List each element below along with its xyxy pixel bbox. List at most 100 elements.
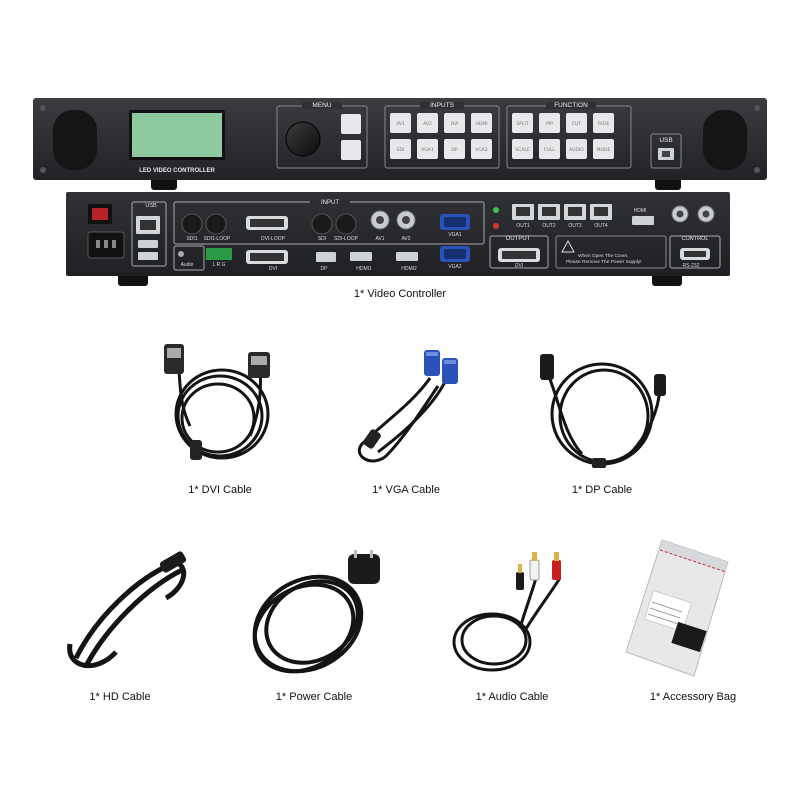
label-lrg: L R G — [212, 262, 226, 268]
input-button-label: DP — [451, 147, 457, 153]
rear-input-label: INPUT — [310, 200, 350, 206]
run-led — [493, 207, 499, 213]
input-button-label: AV1 — [396, 121, 405, 127]
warning-line-1: When Open The Cover, — [578, 254, 629, 259]
hdmi-out-port[interactable] — [632, 216, 654, 225]
label-hdmi1: HDMI1 — [356, 266, 372, 272]
rear-control-label: CONTROL — [681, 236, 709, 242]
function-button-label: PIP — [546, 121, 553, 127]
function-button-full[interactable] — [539, 139, 560, 159]
menu-button-2[interactable] — [341, 140, 361, 160]
input-button-dvi[interactable] — [444, 113, 465, 133]
rear-usb-frame — [131, 201, 167, 267]
audio-frame — [173, 245, 205, 271]
front-brand-label: LED VIDEO CONTROLLER — [139, 168, 215, 174]
hdmi1-port[interactable] — [350, 252, 372, 261]
hd-cable-image — [56, 548, 196, 680]
input-button-dp[interactable] — [444, 139, 465, 159]
input-button-label: DVI — [451, 121, 459, 127]
hdmi2-port[interactable] — [396, 252, 418, 261]
input-button-vga2[interactable] — [471, 139, 492, 159]
front-inputs-label: INPUTS — [420, 102, 464, 109]
label-out1: OUT1 — [516, 223, 530, 229]
function-button-fade[interactable] — [593, 113, 614, 133]
input-button-label: SDI — [397, 147, 405, 153]
vga-cable-image — [342, 344, 472, 474]
rj45-socket-hole — [594, 207, 608, 216]
menu-knob[interactable] — [285, 121, 321, 157]
dp-port[interactable] — [316, 252, 336, 262]
caption-power-cable: 1* Power Cable — [275, 691, 353, 703]
function-button-mode[interactable] — [593, 139, 614, 159]
label-sdi1: SDI1 — [186, 236, 198, 242]
input-button-label: AV2 — [423, 121, 432, 127]
function-button-split[interactable] — [512, 113, 533, 133]
caption-vga-cable: 1* VGA Cable — [372, 484, 440, 496]
rear-usb-label: USB — [145, 203, 157, 209]
label-audio: Audio — [180, 262, 194, 268]
label-dvi-loop: DVI-LOOP — [261, 236, 285, 242]
function-button-label: CUT — [572, 121, 581, 127]
rear-output-label: OUTPUT — [505, 236, 531, 242]
rear-control-frame — [669, 235, 721, 269]
warning-icon — [561, 239, 575, 253]
function-button-cut[interactable] — [566, 113, 587, 133]
rear-usb-port-2[interactable] — [138, 252, 158, 260]
front-usb-label: USB — [659, 137, 673, 144]
rj45-socket-hole — [568, 207, 582, 216]
function-button-scale[interactable] — [512, 139, 533, 159]
vga-connector-1 — [424, 350, 440, 376]
rear-usb-port-1[interactable] — [138, 240, 158, 248]
input-button-label: VGA1 — [421, 147, 434, 153]
front-usb-frame — [650, 133, 682, 169]
sdi-port[interactable] — [311, 213, 333, 235]
sdi1-port[interactable] — [181, 213, 203, 235]
input-button-sdi[interactable] — [390, 139, 411, 159]
lcd-screen — [132, 113, 222, 157]
input-button-hdmi[interactable] — [471, 113, 492, 133]
dp-cable-image — [530, 344, 670, 474]
function-button-audio[interactable] — [566, 139, 587, 159]
caption-dp-cable: 1* DP Cable — [571, 484, 633, 496]
dp-connector-right — [654, 374, 666, 396]
rca-white-plug — [529, 559, 540, 581]
input-button-av2[interactable] — [417, 113, 438, 133]
caption-dvi-cable: 1* DVI Cable — [188, 484, 252, 496]
sdi-loop-port[interactable] — [335, 213, 357, 235]
rj45-labels: OUT1 OUT2 OUT3 OUT4 — [512, 223, 622, 231]
hdmi-connector — [159, 551, 187, 573]
power-plug — [348, 554, 380, 584]
sdi1-loop-port[interactable] — [205, 213, 227, 235]
audio-cable-image — [440, 548, 580, 682]
label-dvi-out: DVI — [514, 263, 524, 269]
rack-handle-right — [703, 110, 747, 170]
rack-handle-left — [53, 110, 97, 170]
rj45-socket-hole — [542, 207, 556, 216]
label-vga2: VGA2 — [448, 264, 462, 270]
caption-accessory-bag: 1* Accessory Bag — [649, 691, 737, 703]
power-cable-image — [240, 546, 390, 680]
input-button-vga1[interactable] — [417, 139, 438, 159]
function-button-label: FADE — [598, 121, 610, 127]
function-button-label: AUDIO — [569, 147, 584, 153]
function-button-label: MODE — [597, 147, 611, 153]
caption-video-controller: 1* Video Controller — [353, 288, 447, 300]
label-sdi1-loop: SDI1-LOOP — [203, 236, 231, 242]
caption-audio-cable: 1* Audio Cable — [475, 691, 549, 703]
menu-button-1[interactable] — [341, 114, 361, 134]
audio-port[interactable] — [178, 251, 184, 257]
rj45-socket-hole — [516, 207, 530, 216]
rca-red-plug — [552, 560, 561, 580]
label-vga1: VGA1 — [448, 232, 462, 238]
lrg-terminal[interactable] — [206, 248, 232, 260]
input-button-label: VGA2 — [475, 147, 488, 153]
label-out2: OUT2 — [542, 223, 556, 229]
rear-hdmi-out-label: HDMI — [633, 208, 647, 214]
input-button-av1[interactable] — [390, 113, 411, 133]
vga-connector-2 — [442, 358, 458, 384]
function-button-label: SPLIT — [516, 121, 528, 127]
accessory-bag-image — [622, 536, 732, 680]
function-button-pip[interactable] — [539, 113, 560, 133]
label-av2: AV2 — [401, 236, 411, 242]
